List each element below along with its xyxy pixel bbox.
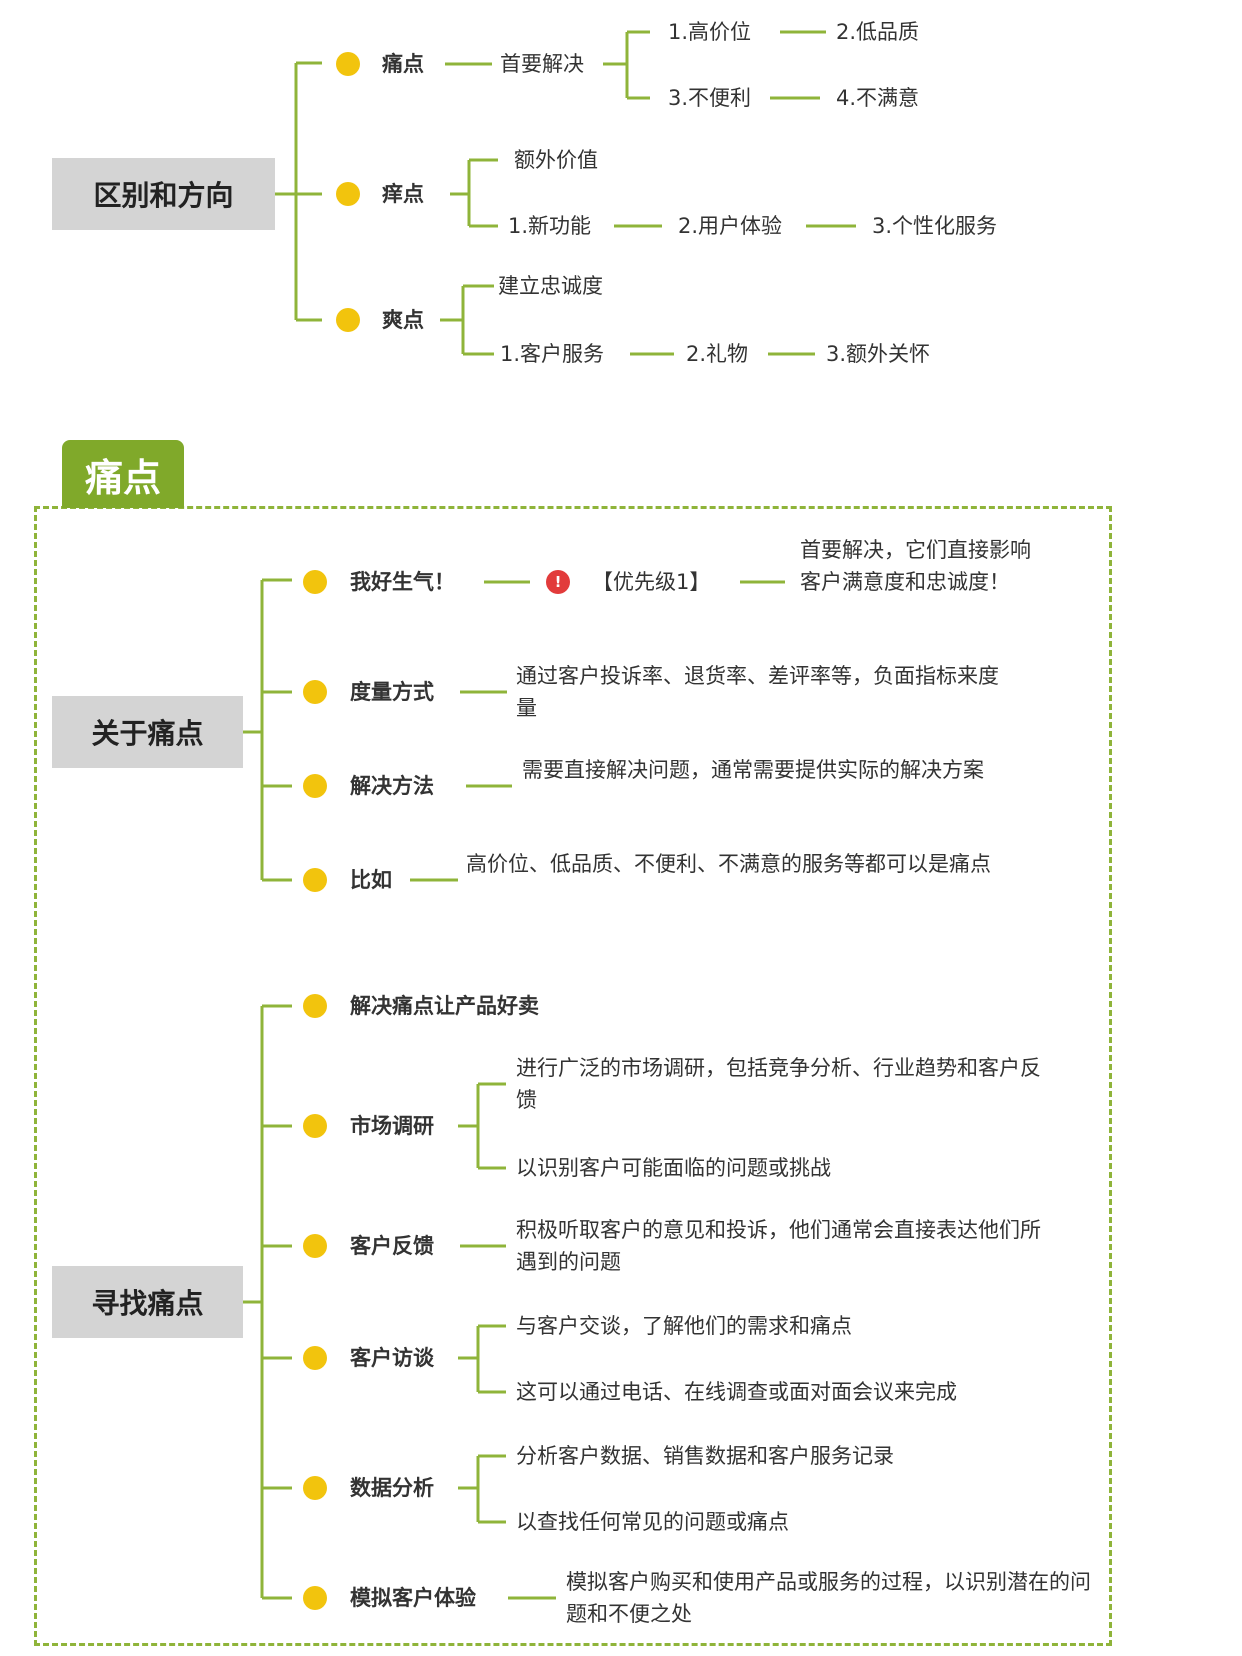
root-about-pain-points: 关于痛点 (52, 696, 243, 768)
bullet-dot (303, 1114, 327, 1138)
bullet-dot (303, 570, 327, 594)
node-angry: 我好生气！ (350, 570, 455, 594)
node-customer-feedback: 客户反馈 (350, 1234, 434, 1258)
node-pain-item-2: 2.低品质 (836, 20, 920, 44)
bullet-dot (336, 182, 360, 206)
node-measure-desc: 通过客户投诉率、退货率、差评率等，负面指标来度量 (516, 664, 999, 720)
node-solve-desc: 需要直接解决问题，通常需要提供实际的解决方案 (522, 758, 984, 782)
node-simulate-experience: 模拟客户体验 (350, 1586, 476, 1610)
node-delight-loyalty: 建立忠诚度 (498, 274, 603, 298)
node-pain-item-4: 4.不满意 (836, 86, 920, 110)
node-research-desc-1: 进行广泛的市场调研，包括竞争分析、行业趋势和客户反馈 (516, 1056, 1041, 1112)
node-measure: 度量方式 (350, 680, 434, 704)
node-analysis-desc-2: 以查找任何常见的问题或痛点 (516, 1510, 789, 1534)
bullet-dot (303, 994, 327, 1018)
node-itch-item-3: 3.个性化服务 (872, 214, 998, 238)
bullet-dot (303, 774, 327, 798)
node-example-desc: 高价位、低品质、不便利、不满意的服务等都可以是痛点 (466, 852, 991, 876)
node-customer-interview: 客户访谈 (350, 1346, 434, 1370)
root-find-pain-points: 寻找痛点 (52, 1266, 243, 1338)
node-solve-method: 解决方法 (350, 774, 434, 798)
node-itch-extra-value: 额外价值 (514, 148, 598, 172)
node-priority-1: 【优先级1】 (592, 570, 711, 594)
node-example: 比如 (350, 868, 392, 892)
priority-alert-icon: ! (546, 570, 570, 594)
node-pain-item-1: 1.高价位 (668, 20, 752, 44)
pain-point-section-frame (34, 506, 1112, 1646)
bullet-dot (336, 52, 360, 76)
node-delight-item-1: 1.客户服务 (500, 342, 605, 366)
node-itch-item-1: 1.新功能 (508, 214, 592, 238)
node-interview-desc-1: 与客户交谈，了解他们的需求和痛点 (516, 1314, 852, 1338)
node-research-desc-2: 以识别客户可能面临的问题或挑战 (516, 1156, 831, 1180)
node-data-analysis: 数据分析 (350, 1476, 434, 1500)
pain-point-section-tab: 痛点 (62, 440, 184, 508)
node-analysis-desc-1: 分析客户数据、销售数据和客户服务记录 (516, 1444, 894, 1468)
node-angry-desc: 首要解决，它们直接影响客户满意度和忠诚度！ (800, 538, 1031, 594)
node-interview-desc-2: 这可以通过电话、在线调查或面对面会议来完成 (516, 1380, 957, 1404)
node-delight-point: 爽点 (382, 308, 424, 332)
root-difference-direction: 区别和方向 (52, 158, 275, 230)
node-pain-item-3: 3.不便利 (668, 86, 752, 110)
node-delight-item-3: 3.额外关怀 (826, 342, 931, 366)
node-market-research: 市场调研 (350, 1114, 434, 1138)
bullet-dot (303, 1346, 327, 1370)
bullet-dot (303, 1476, 327, 1500)
node-itch-point: 痒点 (382, 182, 424, 206)
bullet-dot (303, 1234, 327, 1258)
node-feedback-desc: 积极听取客户的意见和投诉，他们通常会直接表达他们所遇到的问题 (516, 1218, 1041, 1274)
bullet-dot (336, 308, 360, 332)
node-sell: 解决痛点让产品好卖 (350, 994, 539, 1018)
node-pain-point: 痛点 (382, 52, 424, 76)
node-pain-first-solve: 首要解决 (500, 52, 584, 76)
bullet-dot (303, 680, 327, 704)
node-simulate-desc: 模拟客户购买和使用产品或服务的过程，以识别潜在的问题和不便之处 (566, 1570, 1091, 1626)
bullet-dot (303, 1586, 327, 1610)
node-itch-item-2: 2.用户体验 (678, 214, 783, 238)
node-delight-item-2: 2.礼物 (686, 342, 749, 366)
bullet-dot (303, 868, 327, 892)
